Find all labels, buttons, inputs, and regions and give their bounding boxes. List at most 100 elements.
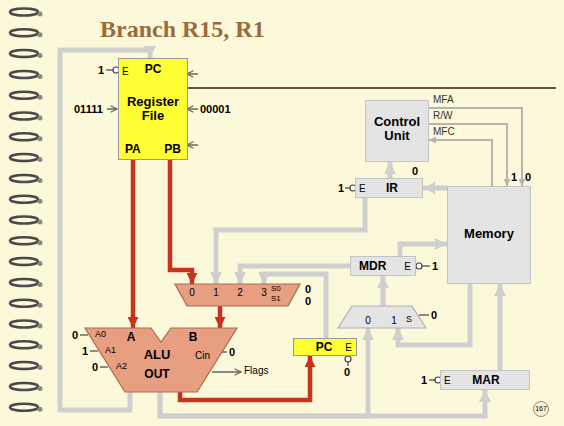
binding-ring [10, 217, 38, 224]
binding-hole [38, 220, 43, 225]
signal-value: 0 [305, 295, 311, 307]
multiplexer-shape [175, 284, 300, 306]
signal-value: 0 [525, 171, 531, 183]
register-box: EIR [355, 178, 423, 198]
signal-value: 0 [431, 309, 437, 321]
bus-connector [400, 244, 447, 256]
input-arrow [187, 108, 198, 110]
node-text: S1 [271, 295, 281, 304]
binding-ring [10, 279, 38, 286]
node-text: PA [125, 143, 141, 156]
node-text: Control Unit [368, 115, 426, 144]
bus-connector [218, 306, 223, 328]
signal-value: 0 [344, 366, 350, 378]
node-text: A1 [105, 346, 116, 356]
binding-hole [38, 407, 43, 412]
binding-ring [10, 175, 38, 182]
node-text: 2 [237, 287, 243, 298]
bus-connector [498, 284, 503, 370]
control-signal: R/W [433, 110, 452, 121]
binding-hole [38, 12, 43, 17]
memory-box: Memory [447, 186, 531, 284]
binding-hole [38, 324, 43, 329]
binding-ring [10, 133, 38, 140]
bus-connector [398, 284, 470, 345]
node-text: Register File [121, 95, 185, 124]
enable-wire [347, 362, 348, 366]
signal-value: 1 [98, 64, 104, 76]
multiplexer-outline [338, 306, 426, 328]
signal-value: 1 [82, 345, 88, 357]
control-signal: MFA [433, 94, 454, 105]
binding-hole [38, 178, 43, 183]
binding-ring [10, 113, 38, 120]
binding-ring [10, 29, 38, 36]
binding-ring [10, 237, 38, 244]
bus-connector [423, 186, 447, 191]
bus-connector [381, 276, 386, 306]
enable-wire [422, 265, 430, 266]
page-number: 167 [533, 401, 549, 417]
node-text: A2 [116, 362, 127, 372]
bus-connector [170, 160, 192, 284]
bus-connector [216, 198, 365, 284]
signal-value: 0 [72, 329, 78, 341]
flags-arrow [212, 371, 241, 373]
node-text: 1 [213, 287, 219, 298]
node-text: MAR [472, 374, 499, 387]
node-text: ALU [144, 348, 171, 362]
node-text: B [189, 331, 198, 344]
control-wire [100, 366, 108, 367]
node-text: PC [121, 63, 185, 76]
node-text: A [127, 331, 136, 344]
binding-ring [10, 362, 38, 369]
binding-ring [10, 154, 38, 161]
node-text: E [404, 261, 411, 272]
node-text: PB [164, 143, 181, 156]
alu-shape [85, 328, 237, 392]
signal-value: 0 [412, 165, 418, 177]
node-text: 0 [365, 315, 371, 326]
node-text: PC [316, 341, 333, 354]
control-signal: MFC [433, 126, 455, 137]
node-text: E [122, 66, 129, 77]
bus-connector [131, 160, 136, 328]
register-box: MDR E [350, 256, 416, 276]
slide-title: Branch R15, R1 [100, 16, 265, 42]
binding-ring [10, 300, 38, 307]
page-number-shape [534, 402, 549, 417]
node-text: MDR [359, 260, 386, 273]
binding-ring [10, 71, 38, 78]
binding-ring [10, 383, 38, 390]
input-arrow [187, 144, 198, 146]
node-text: A0 [95, 330, 106, 340]
register-box: EMAR [440, 370, 530, 390]
control-wire [80, 334, 88, 335]
binding-ring [10, 92, 38, 99]
register-address: 00001 [200, 103, 231, 115]
register-address: 01111 [74, 103, 103, 115]
control-wire [419, 314, 429, 315]
binding-ring [10, 50, 38, 57]
binding-ring [10, 404, 38, 411]
enable-bubble [416, 263, 422, 269]
binding-hole [38, 53, 43, 58]
signal-value: 0 [229, 346, 235, 358]
node-text: E [359, 183, 366, 194]
control-unit: Control Unit [365, 100, 429, 162]
bus-connector [429, 108, 522, 186]
node-text: 0 [189, 287, 195, 298]
binding-hole [38, 386, 43, 391]
binding-ring [10, 258, 38, 265]
signal-value: 1 [432, 260, 438, 272]
binding-ring [10, 341, 38, 348]
signal-value: 0 [305, 283, 311, 295]
register-box: PCE [293, 338, 357, 356]
binding-hole [38, 199, 43, 204]
node-text: Memory [450, 227, 528, 241]
signal-value: 1 [421, 374, 427, 386]
bus-connector [429, 140, 492, 186]
binding-hole [38, 261, 43, 266]
enable-wire [429, 379, 435, 380]
